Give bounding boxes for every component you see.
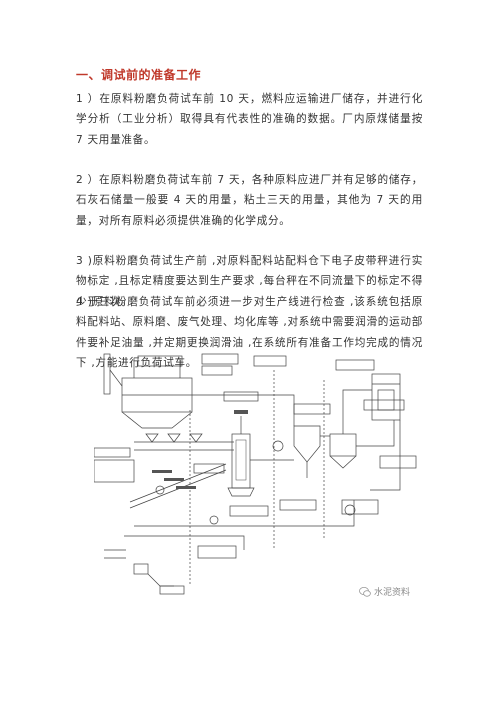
- section-heading: 一、调试前的准备工作: [76, 68, 202, 82]
- inclined-belt: [129, 463, 227, 503]
- dust-collector: [329, 433, 357, 457]
- paragraph-2: 2 ）在原料粉磨负荷试车前 7 天，各种原料应进厂并有足够的储存，石灰石储量一般…: [76, 174, 423, 227]
- process-flow-diagram: [94, 353, 417, 595]
- wechat-icon: [359, 586, 371, 597]
- paragraph-3: 3 )原料粉磨负荷试生产前 ,对原料配料站配料仓下电子皮带秤进行实物标定 ,且标…: [76, 255, 423, 308]
- homogenizing-silo: [371, 373, 401, 421]
- watermark: 水泥资料: [359, 585, 410, 598]
- paragraph-1: 1 ）在原料粉磨负荷试车前 10 天，燃料应运输进厂储存，并进行化学分析（工业分…: [76, 93, 423, 146]
- stack: [103, 353, 111, 395]
- cyclone: [293, 425, 321, 463]
- filter-hopper: [121, 411, 193, 429]
- paragraph-4: 4 )原料粉磨负荷试车前必须进一步对生产线进行检查 ,该系统包括原料配料站、原料…: [76, 296, 423, 369]
- watermark-text: 水泥资料: [374, 588, 411, 598]
